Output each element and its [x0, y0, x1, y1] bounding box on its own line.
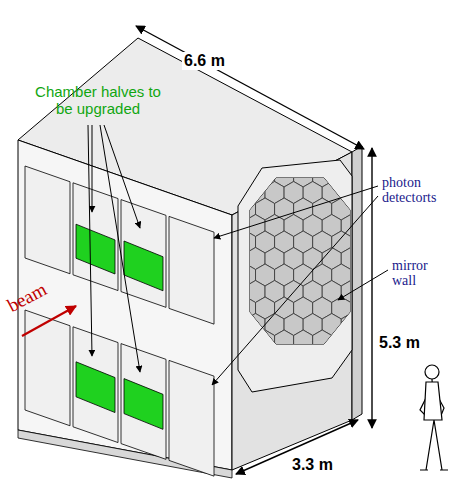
- mirror-hexagon: [351, 330, 370, 352]
- upgraded-chamber: [76, 224, 115, 274]
- callout-label: Chamber halves to be upgraded: [28, 84, 168, 117]
- person-figure: [420, 365, 448, 470]
- detector-panel: [169, 216, 214, 324]
- beam-label: beam: [4, 270, 67, 317]
- detector-panel: [121, 344, 166, 460]
- mirror-hexagon: [360, 182, 379, 204]
- upgraded-chamber: [124, 241, 163, 291]
- mirror-window: [250, 178, 350, 344]
- dimension-line: [236, 420, 358, 474]
- dimension-line: [371, 148, 372, 428]
- leader-arrow: [338, 270, 388, 300]
- mirror-hexagon: [360, 248, 379, 270]
- leader-arrow: [214, 186, 378, 238]
- mirror-hexagon: [351, 231, 370, 253]
- dimension-line: [136, 26, 364, 149]
- dimension-label: 6.6 m: [182, 52, 227, 70]
- callout-label: mirror wall: [392, 258, 442, 289]
- leader-arrow: [88, 125, 92, 356]
- beam-arrow: [22, 306, 76, 336]
- callout-label: photon detectorts: [382, 175, 462, 206]
- mirror-hexagon: [351, 297, 370, 319]
- mirror-hexagon: [236, 165, 255, 187]
- mirror-hexagon: [294, 330, 313, 352]
- detector-panel: [73, 183, 118, 291]
- upgraded-chamber: [76, 362, 115, 413]
- mirror-hexagons: [236, 165, 379, 352]
- dimension-label: 5.3 m: [379, 334, 429, 352]
- back-plate: [352, 146, 362, 420]
- detector-panel: [25, 310, 70, 426]
- mirror-hexagon: [246, 314, 265, 336]
- mirror-hexagon: [332, 165, 351, 187]
- mirror-hexagon: [360, 281, 379, 303]
- mirror-hexagon: [256, 330, 275, 352]
- leader-arrow: [104, 125, 140, 228]
- detector-panel: [25, 166, 70, 274]
- leader-arrow: [100, 125, 140, 372]
- detector-panels: [25, 166, 214, 476]
- mirror-hexagon: [351, 165, 370, 187]
- leader-arrow: [92, 125, 93, 212]
- mirror-hexagon: [332, 330, 351, 352]
- detector-panel: [169, 360, 214, 476]
- mirror-hexagon: [275, 330, 294, 352]
- mirror-hexagon: [236, 330, 255, 352]
- mirror-hexagon: [360, 314, 379, 336]
- upgraded-chamber: [124, 379, 163, 430]
- dimension-label: 3.3 m: [292, 456, 342, 474]
- mirror-hexagon: [360, 215, 379, 237]
- mirror-hexagon: [341, 314, 360, 336]
- detector-panel: [73, 327, 118, 443]
- detector-panel: [121, 200, 166, 308]
- mirror-hexagon: [313, 330, 332, 352]
- mirror-hexagon: [236, 297, 255, 319]
